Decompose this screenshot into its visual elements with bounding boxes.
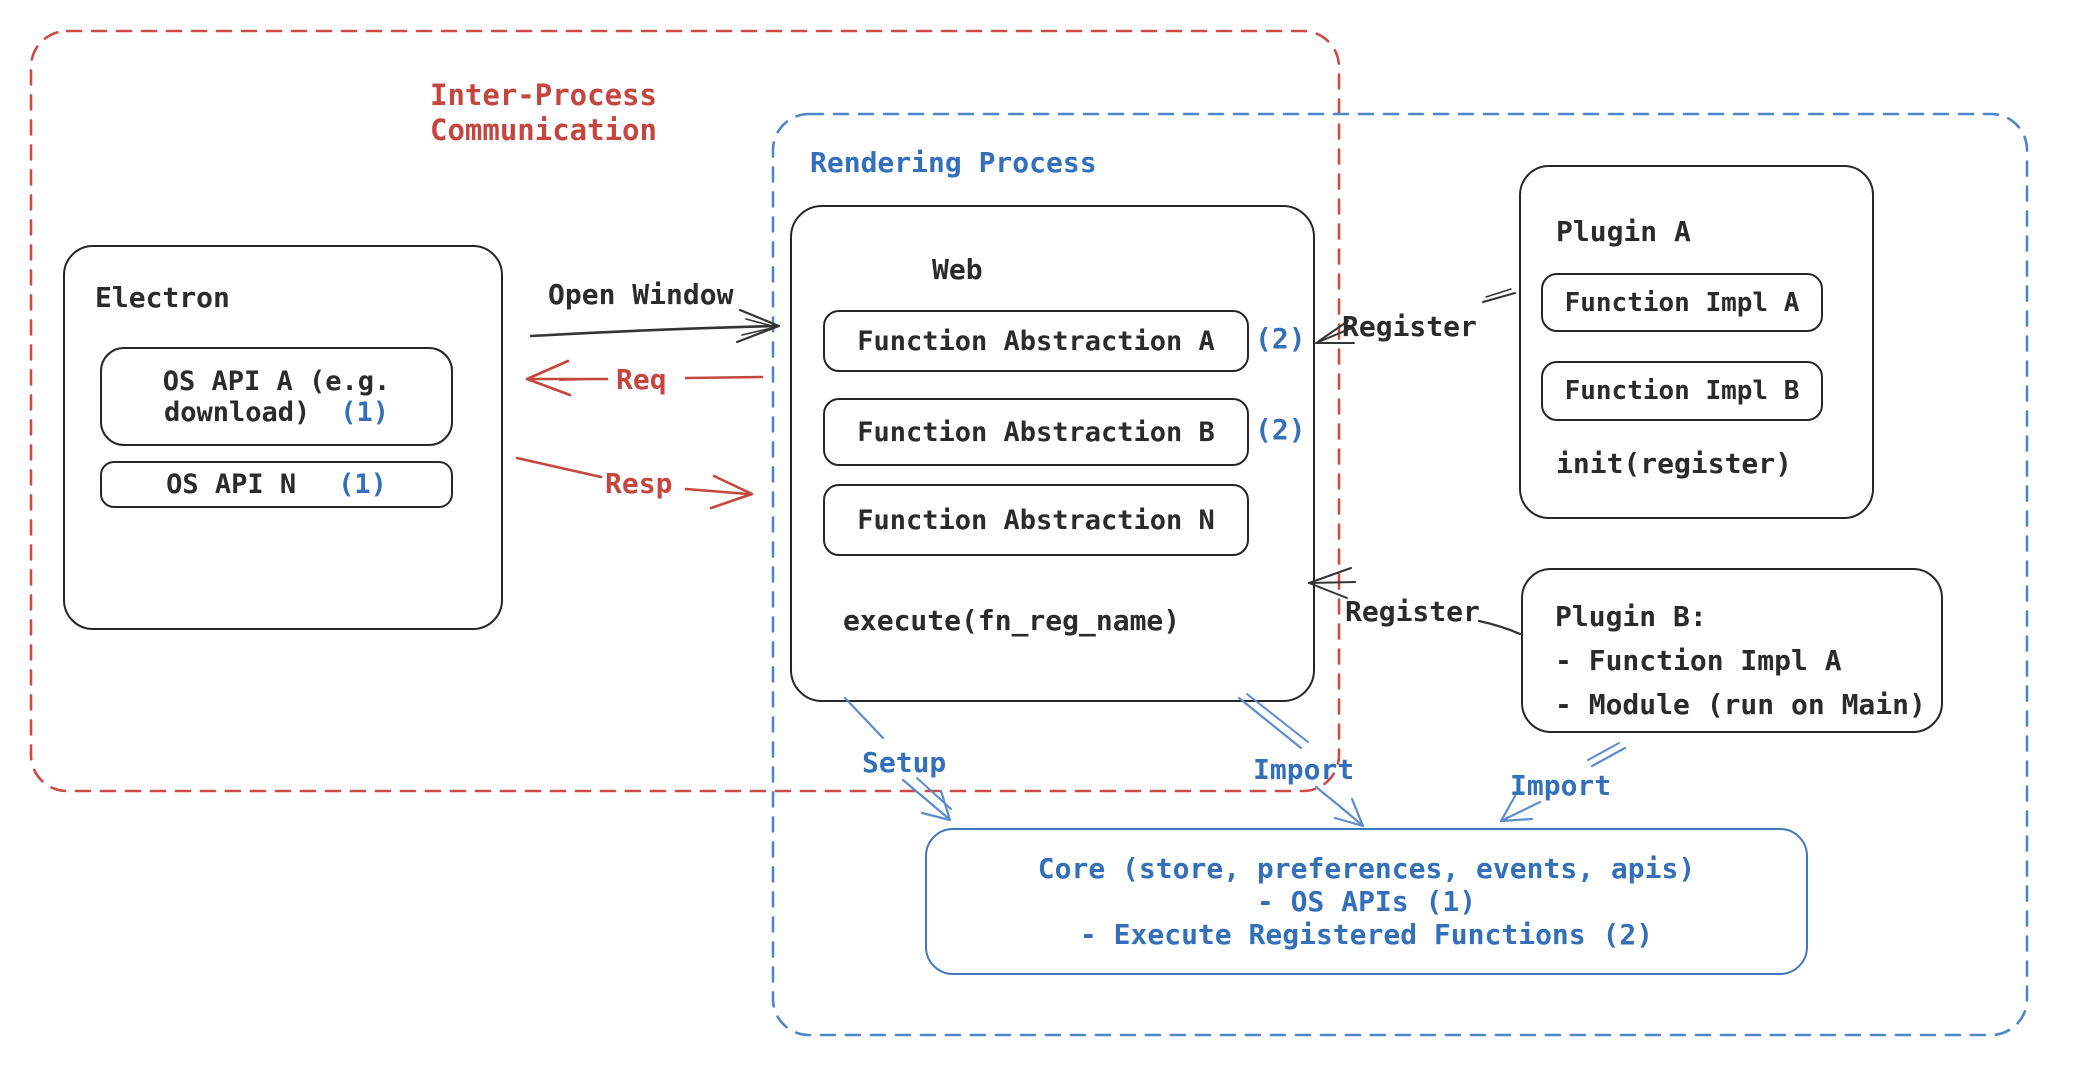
register-bottom-label: Register — [1345, 595, 1480, 628]
core-line1: Core (store, preferences, events, apis) — [1037, 852, 1696, 885]
function-impl-a-box: Function Impl A — [1541, 273, 1823, 332]
plugin-b-title: Plugin B: — [1555, 600, 1707, 633]
os-api-a-line1: OS API A (e.g. — [162, 365, 391, 397]
plugin-a-box: Plugin A Function Impl A Function Impl B… — [1519, 165, 1874, 519]
import-right-label: Import — [1510, 769, 1612, 802]
execute-label: execute(fn_reg_name) — [843, 604, 1181, 637]
function-abstraction-a-label: Function Abstraction A — [857, 325, 1215, 357]
open-window-label: Open Window — [548, 278, 734, 311]
setup-label: Setup — [862, 746, 947, 779]
function-abstraction-n-box: Function Abstraction N — [823, 484, 1249, 556]
ipc-region-label: Inter-Process Communication — [430, 78, 657, 148]
plugin-b-item1: - Function Impl A — [1555, 644, 1842, 677]
electron-title: Electron — [95, 281, 230, 314]
core-line3: - Execute Registered Functions (2) — [1079, 918, 1654, 951]
import-mid-label: Import — [1253, 753, 1355, 786]
os-api-a-line2: download) — [163, 396, 311, 428]
plugin-a-title: Plugin A — [1556, 215, 1691, 248]
function-impl-a-label: Function Impl A — [1564, 287, 1800, 318]
function-impl-b-label: Function Impl B — [1564, 376, 1800, 406]
register-top-label: Register — [1342, 310, 1477, 343]
rendering-region-label: Rendering Process — [810, 146, 1097, 179]
plugin-b-box: Plugin B: - Function Impl A - Module (ru… — [1521, 568, 1943, 733]
core-line2: - OS APIs (1) — [1256, 885, 1477, 918]
os-api-n-badge: (1) — [338, 469, 387, 500]
function-abstraction-a-box: Function Abstraction A — [823, 310, 1249, 372]
core-box: Core (store, preferences, events, apis) … — [925, 828, 1808, 975]
web-box: Web Function Abstraction A Function Abst… — [790, 205, 1315, 702]
fn-a-badge: (2) — [1255, 322, 1306, 355]
function-abstraction-n-label: Function Abstraction N — [857, 504, 1215, 536]
electron-box: Electron OS API A (e.g. download) (1) OS… — [63, 245, 503, 630]
fn-b-badge: (2) — [1255, 413, 1306, 446]
function-impl-b-box: Function Impl B — [1541, 361, 1823, 421]
web-title: Web — [932, 253, 983, 286]
function-abstraction-b-label: Function Abstraction B — [857, 416, 1215, 448]
function-abstraction-b-box: Function Abstraction B — [823, 398, 1249, 466]
resp-label: Resp — [605, 467, 673, 500]
os-api-a-box: OS API A (e.g. download) (1) — [100, 347, 453, 446]
req-label: Req — [616, 363, 667, 396]
init-register-label: init(register) — [1556, 447, 1793, 480]
plugin-b-item2: - Module (run on Main) — [1555, 688, 1926, 721]
os-api-n-box: OS API N (1) — [100, 461, 453, 508]
open-window-arrow — [529, 308, 781, 344]
os-api-n-label: OS API N — [166, 469, 297, 500]
os-api-a-badge: (1) — [340, 396, 390, 428]
